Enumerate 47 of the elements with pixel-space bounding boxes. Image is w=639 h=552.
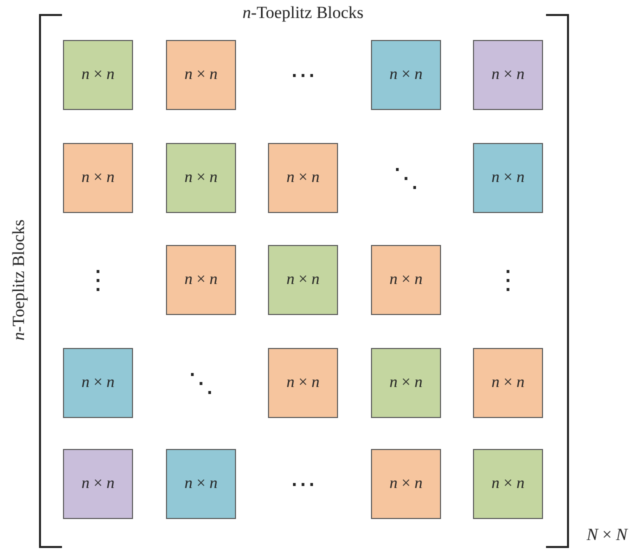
matrix-block <box>473 449 543 519</box>
block-size-label: n × n <box>81 374 115 392</box>
matrix-block <box>268 348 338 418</box>
block-size-label: n × n <box>389 66 423 84</box>
matrix-block <box>166 449 236 519</box>
block-size-label: n × n <box>184 66 218 84</box>
matrix-block <box>63 348 133 418</box>
matrix-block <box>268 143 338 213</box>
block-size-label: n × n <box>286 374 320 392</box>
matrix-block <box>473 143 543 213</box>
block-size-label: n × n <box>286 169 320 187</box>
matrix-block <box>166 245 236 315</box>
matrix-block <box>371 449 441 519</box>
block-size-label: n × n <box>491 374 525 392</box>
matrix-block <box>166 143 236 213</box>
matrix-block <box>371 245 441 315</box>
ellipsis: ⋱ <box>393 162 419 194</box>
matrix-block <box>63 449 133 519</box>
matrix-block <box>371 40 441 110</box>
block-size-label: n × n <box>286 271 320 289</box>
block-size-label: n × n <box>184 169 218 187</box>
block-size-label: n × n <box>389 271 423 289</box>
matrix-block <box>63 143 133 213</box>
block-size-label: n × n <box>184 475 218 493</box>
matrix-block <box>166 40 236 110</box>
ellipsis: ⋮ <box>495 264 521 296</box>
block-size-label: n × n <box>389 475 423 493</box>
block-size-label: n × n <box>491 475 525 493</box>
axis-title: n-Toeplitz Blocks <box>9 219 29 341</box>
ellipsis: ⋯ <box>290 468 316 500</box>
block-size-label: n × n <box>491 169 525 187</box>
block-size-label: n × n <box>184 271 218 289</box>
block-size-label: n × n <box>81 475 115 493</box>
matrix-block <box>268 245 338 315</box>
block-size-label: n × n <box>491 66 525 84</box>
block-size-label: n × n <box>389 374 423 392</box>
matrix-block <box>473 348 543 418</box>
axis-title: n-Toeplitz Blocks <box>242 3 364 23</box>
ellipsis: ⋱ <box>188 368 214 398</box>
block-size-label: n × n <box>81 66 115 84</box>
matrix-block <box>371 348 441 418</box>
ellipsis: ⋮ <box>85 264 111 296</box>
matrix-size-label: N × N <box>586 525 628 545</box>
matrix-block <box>473 40 543 110</box>
block-size-label: n × n <box>81 169 115 187</box>
ellipsis: ⋯ <box>290 60 316 90</box>
matrix-block <box>63 40 133 110</box>
